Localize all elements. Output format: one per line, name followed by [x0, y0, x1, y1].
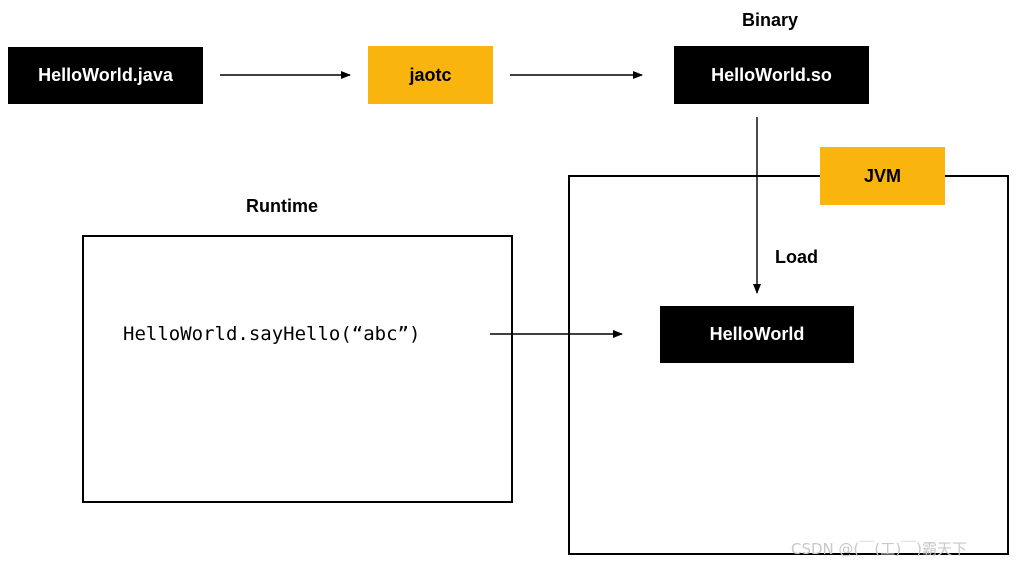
loaded-class-label: HelloWorld	[709, 324, 805, 344]
compiler-label: jaotc	[409, 64, 452, 85]
load-label: Load	[775, 247, 818, 267]
jvm-label: JVM	[863, 165, 901, 186]
binary-file-node: HelloWorld.so	[674, 46, 869, 104]
compiler-node: jaotc	[368, 46, 493, 104]
runtime-frame	[82, 235, 513, 503]
runtime-label: Runtime	[246, 196, 318, 216]
source-file-label: HelloWorld.java	[38, 65, 173, 85]
runtime-call-code: HelloWorld.sayHello(“abc”)	[123, 323, 421, 345]
jvm-node: JVM	[820, 147, 945, 205]
source-file-node: HelloWorld.java	[8, 47, 203, 104]
binary-file-label: HelloWorld.so	[711, 64, 832, 85]
binary-label: Binary	[742, 10, 799, 30]
jvm-frame	[568, 175, 1009, 555]
loaded-class-node: HelloWorld	[660, 306, 854, 363]
csdn-watermark: CSDN @(￣(工)￣)霸天下	[791, 540, 967, 558]
